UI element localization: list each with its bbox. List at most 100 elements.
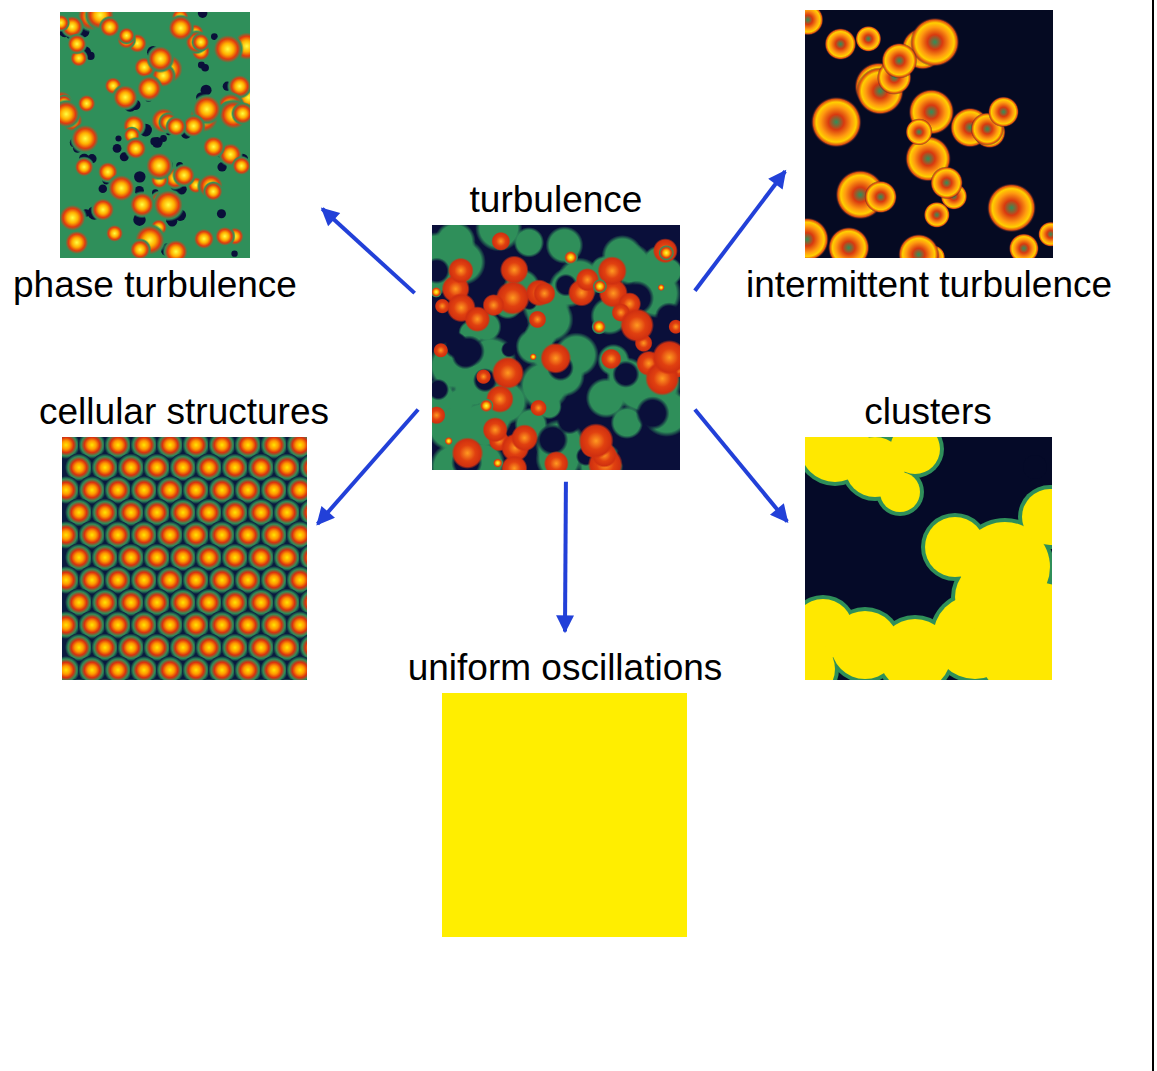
texture-dot [988,96,1019,127]
texture-dot [501,341,517,357]
ring-spots [805,10,1053,258]
texture-dot [113,144,122,153]
texture-dot [192,227,215,250]
texture-dot [191,32,211,52]
texture-dot [482,294,504,316]
texture-dot [864,181,897,214]
texture-dot [636,396,670,430]
texture-dot [511,424,538,451]
texture-dot [432,378,449,400]
panel-label: intermittent turbulence [746,264,1112,307]
texture-dot [69,123,101,155]
pattern-picture [805,437,1052,680]
pattern-image [60,12,250,258]
texture-dot [451,341,478,368]
texture-dot [592,278,607,293]
dark-spots [60,12,250,258]
texture-dot [432,286,442,298]
texture-dot [905,118,932,145]
texture-dot [143,678,171,680]
texture-dot [910,17,959,66]
texture-dot [514,227,545,258]
texture-dot [805,217,829,258]
texture-dot [98,16,121,39]
texture-dot [890,437,940,474]
texture-dot [156,656,184,680]
texture-dot [99,184,108,193]
texture-dot [448,257,474,283]
hot-patches [432,231,680,469]
texture-dot [529,352,537,360]
pattern-picture [60,12,250,258]
pattern-image [442,693,687,937]
texture-dot [203,181,224,202]
texture-dot [273,678,301,680]
texture-dot [160,135,167,142]
texture-dot [805,10,824,36]
texture-dot [652,340,680,375]
texture-dot [106,173,136,203]
texture-dot [62,656,80,680]
texture-dot [201,135,225,159]
texture-dot [601,348,622,369]
texture-dot [129,238,152,258]
texture-dot [286,656,307,680]
pattern-picture [805,10,1053,258]
texture-dot [924,202,950,228]
pattern-ground [432,225,680,470]
pattern-panel: uniform oscillations [408,647,723,937]
pattern-ground [62,437,307,680]
texture-dot [201,64,209,72]
pattern-picture [432,225,680,470]
texture-dot [620,308,654,342]
pattern-panel: turbulence [432,179,680,470]
texture-dot [1009,233,1039,258]
texture-dot [479,398,494,413]
texture-dot [955,562,1025,632]
texture-dot [146,44,175,73]
texture-dot [987,183,1036,232]
bright-patches [432,244,674,468]
pattern-ground [805,10,1053,258]
texture-dot [492,457,503,468]
texture-dot [530,399,547,416]
texture-dot [658,244,674,260]
texture-dot [105,224,125,244]
pattern-picture [62,437,307,680]
texture-dot [231,102,250,126]
texture-dot [578,423,613,458]
texture-dot [231,156,250,177]
texture-dot [657,283,665,291]
texture-dot [63,229,90,256]
texture-dot [150,137,158,145]
texture-dot [930,166,963,199]
arrow-connector [322,209,414,293]
texture-dot [501,455,527,470]
texture-dot [432,406,446,424]
texture-dot [563,249,578,264]
texture-dot [198,12,207,18]
panel-label: phase turbulence [13,264,297,307]
pattern-image [805,437,1052,680]
texture-dot [221,678,249,680]
texture-dot [167,14,195,42]
arrow-connector [318,410,419,525]
hot-spots [60,12,250,258]
texture-dot [195,678,223,680]
texture-dot [91,678,119,680]
pattern-panel: phase turbulence [13,12,297,307]
pattern-ground [60,12,250,258]
texture-dot [805,639,835,680]
texture-dot [1022,489,1052,545]
pattern-ground [442,693,687,937]
texture-dot [172,163,196,187]
texture-dot [217,209,226,218]
cell-spots [62,437,307,680]
texture-dot [115,136,121,142]
cluster-body [805,437,1052,680]
texture-dot [1038,222,1053,247]
texture-dot [152,188,185,221]
texture-dot [234,656,262,680]
texture-dot [824,28,856,60]
texture-dot [78,656,106,680]
